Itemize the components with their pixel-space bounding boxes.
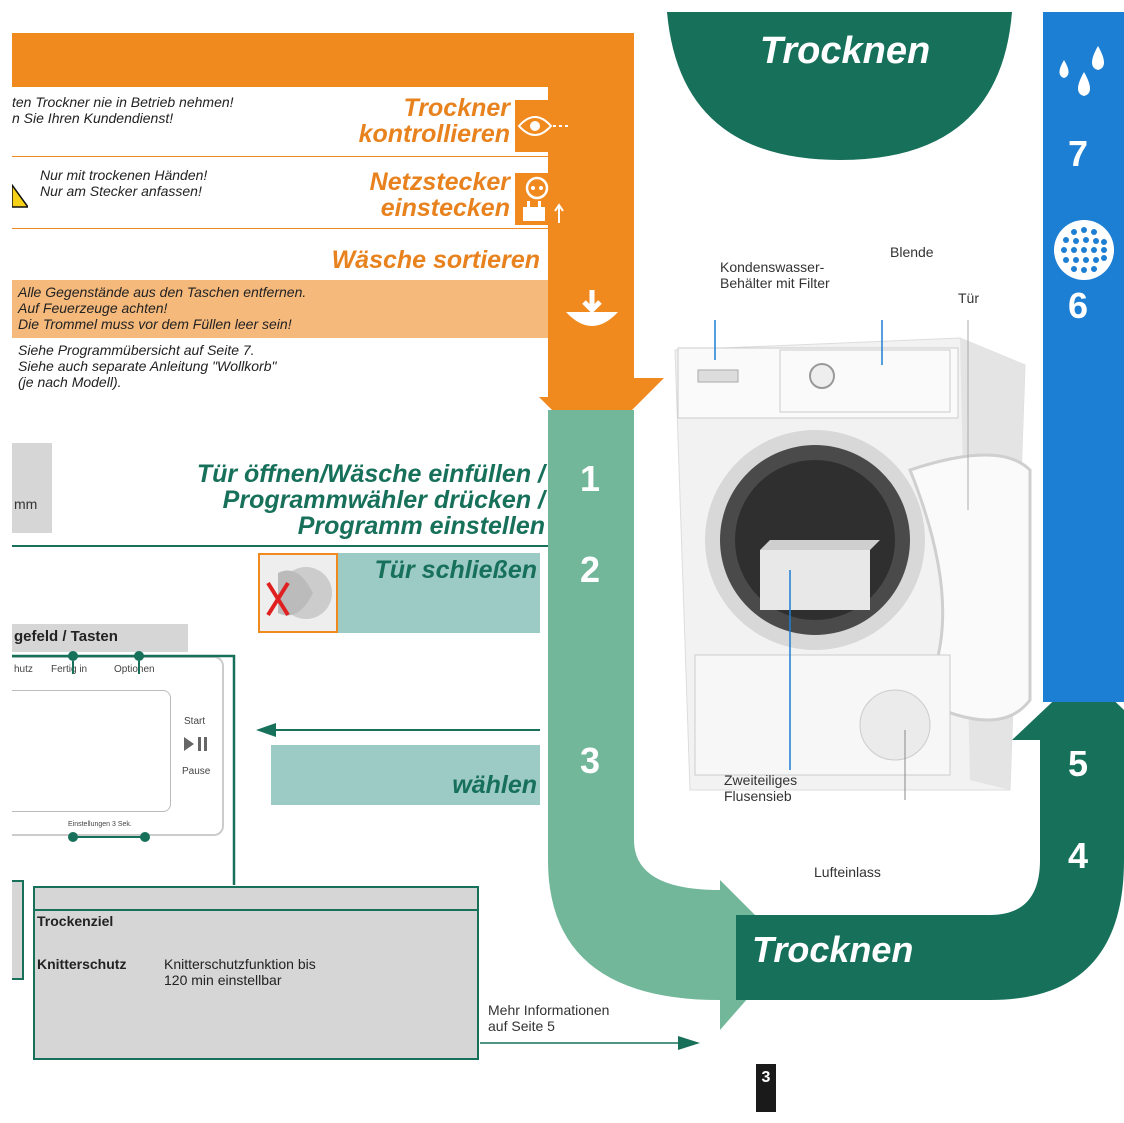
sort-box: [12, 280, 548, 338]
title-semicircle: [667, 12, 1012, 160]
step1-title-line1: Tür öffnen/Wäsche einfüllen /: [196, 460, 545, 488]
eye-icon: [515, 100, 571, 152]
control-label-schutz: hutz: [14, 664, 33, 675]
plug-title-line1: Netzstecker: [369, 168, 510, 196]
sort-box-line1: Alle Gegenstände aus den Taschen entfern…: [18, 284, 307, 300]
label-door: Tür: [958, 290, 979, 306]
options-table: [33, 886, 479, 1060]
control-label-settings: Einstellungen 3 Sek.: [68, 821, 132, 828]
control-panel-display: [12, 690, 171, 812]
divider: [12, 545, 548, 547]
step-6-number: 6: [1068, 285, 1089, 326]
sort-box-line2: Auf Feuerzeuge achten!: [18, 300, 168, 316]
blue-column: [1043, 12, 1124, 702]
option-knitterschutz: Knitterschutz: [37, 956, 127, 972]
label-air-inlet: Lufteinlass: [814, 864, 881, 880]
orange-content-panel: [12, 87, 548, 397]
step-5-number: 5: [1068, 743, 1089, 784]
sort-ref-line3: (je nach Modell).: [18, 374, 122, 390]
filter-icon: [1052, 218, 1116, 282]
label-filter: Zweiteiliges Flusensieb: [724, 772, 844, 804]
step1-side-label: mm: [14, 496, 38, 512]
orange-flow-arrow: [12, 33, 664, 450]
more-info-line2: auf Seite 5: [488, 1018, 555, 1034]
step3-title: wählen: [452, 771, 537, 799]
step2-title: Tür schließen: [374, 556, 537, 584]
label-water-line2: Behälter mit Filter: [720, 275, 830, 291]
plug-note-line2: Nur am Stecker anfassen!: [40, 183, 202, 199]
control-label-fertig: Fertig in: [51, 664, 88, 675]
divider: [12, 228, 548, 229]
sort-ref-line2: Siehe auch separate Anleitung "Wollkorb": [18, 358, 277, 374]
control-label-start: Start: [184, 716, 206, 727]
plug-title: Netzstecker einstecken: [330, 169, 510, 221]
laundry-basket-icon: [562, 288, 622, 334]
green-light-flow-arrow: [548, 410, 790, 1030]
divider: [12, 156, 548, 157]
dark-green-flow-arrow: [736, 672, 1124, 1000]
plug-note-line1: Nur mit trockenen Händen!: [40, 167, 208, 183]
left-gray-box: [12, 880, 24, 980]
control-label-pause: Pause: [182, 766, 211, 777]
option-knitterschutz-desc: Knitterschutzfunktion bis 120 min einste…: [164, 956, 464, 988]
divider: [35, 909, 477, 911]
label-water-line1: Kondenswasser-: [720, 259, 825, 275]
step-2-number: 2: [580, 549, 601, 590]
plug-note: Nur mit trockenen Händen! Nur am Stecker…: [40, 167, 300, 199]
page-number: 3: [756, 1064, 776, 1112]
check-title-line2: kontrollieren: [358, 120, 510, 148]
label-blende: Blende: [890, 244, 934, 260]
water-drops-icon: [1054, 42, 1114, 112]
step-3-number: 3: [580, 740, 601, 781]
check-warning-line1: ten Trockner nie in Betrieb nehmen!: [12, 94, 234, 110]
control-panel-title: gefeld / Tasten: [14, 628, 118, 645]
start-pause-icon[interactable]: [184, 736, 210, 752]
title-top: Trocknen: [759, 30, 931, 72]
sort-title: Wäsche sortieren: [331, 246, 540, 274]
sort-box-text: Alle Gegenstände aus den Taschen entfern…: [18, 284, 538, 332]
step-1-number: 1: [580, 458, 601, 499]
step1-title-line2: Programmwähler drücken /: [222, 486, 545, 514]
warning-triangle-icon: [11, 182, 30, 209]
check-title: Trockner kontrollieren: [330, 95, 510, 147]
step1-side-box: [12, 443, 52, 533]
option-desc-line1: Knitterschutzfunktion bis: [164, 956, 316, 972]
sort-box-line3: Die Trommel muss vor dem Füllen leer sei…: [18, 316, 292, 332]
step-7-number: 7: [1068, 133, 1089, 174]
more-info-line1: Mehr Informationen: [488, 1002, 610, 1018]
check-title-line1: Trockner: [403, 94, 510, 122]
label-filter-line2: Flusensieb: [724, 788, 792, 804]
step-4-number: 4: [1068, 835, 1089, 876]
title-bottom: Trocknen: [752, 929, 914, 970]
dryer-illustration: [674, 320, 1032, 800]
label-filter-line1: Zweiteiliges: [724, 772, 798, 788]
label-water-container: Kondenswasser- Behälter mit Filter: [720, 259, 870, 291]
check-warning: ten Trockner nie in Betrieb nehmen! n Si…: [12, 94, 332, 126]
step1-title: Tür öffnen/Wäsche einfüllen / Programmwä…: [160, 461, 545, 539]
sort-ref-text: Siehe Programmübersicht auf Seite 7. Sie…: [18, 342, 538, 390]
sort-ref-line1: Siehe Programmübersicht auf Seite 7.: [18, 342, 255, 358]
plug-icon: [515, 173, 571, 225]
control-panel-header: [12, 624, 188, 652]
more-info: Mehr Informationen auf Seite 5: [488, 1002, 668, 1034]
control-label-optionen: Optionen: [114, 664, 155, 675]
step1-title-line3: Programm einstellen: [297, 512, 545, 540]
plug-title-line2: einstecken: [380, 194, 510, 222]
door-closing-icon: [258, 553, 338, 633]
option-desc-line2: 120 min einstellbar: [164, 972, 282, 988]
step3-box: [271, 745, 540, 805]
check-warning-line2: n Sie Ihren Kundendienst!: [12, 110, 174, 126]
option-trockenziel: Trockenziel: [37, 913, 114, 929]
